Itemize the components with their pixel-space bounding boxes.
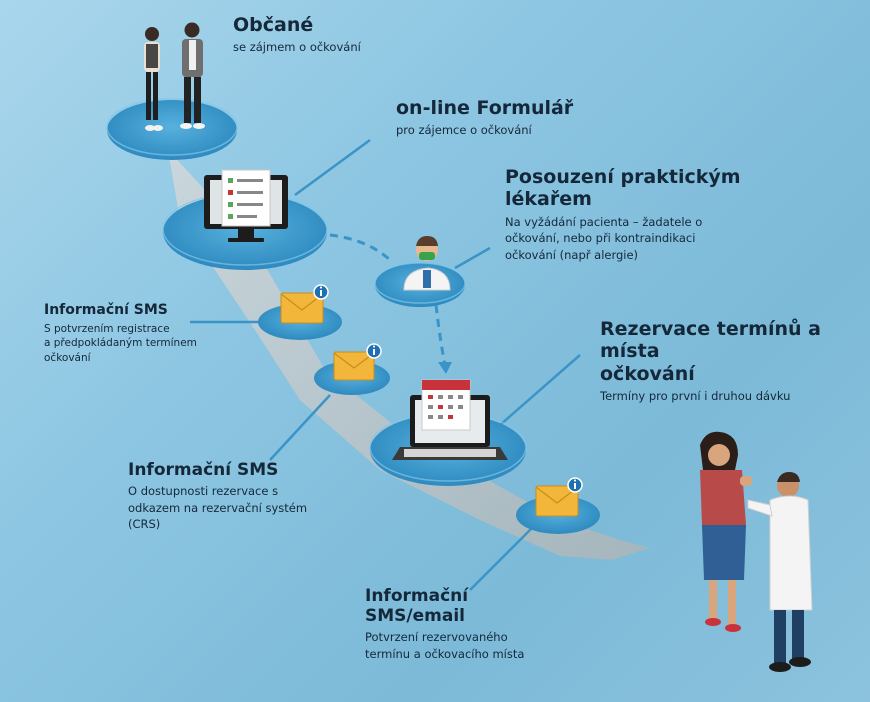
online-form-subtitle: pro zájemce o očkování [396,123,532,138]
step-citizens: Občané se zájmem o očkování [233,14,361,56]
citizens-title: Občané [233,14,314,36]
monitor-form-icon [204,169,288,242]
gp-desc-line3: očkování (např alergie) [505,248,639,263]
step-online-form: on-line Formulář pro zájemce o očkování [396,97,573,139]
sms-registration-desc-line3: očkování [44,351,91,364]
reservation-title-line2: očkování [600,362,695,385]
vaccination-scene-icon [700,431,813,672]
sms-reservation-desc-line3: (CRS) [128,517,161,532]
sms-email-title-line1: Informační [365,586,469,606]
gp-title-line2: lékařem [505,188,592,211]
dashed-arrow-doctor-reservation [434,304,447,366]
sms-email-desc-line2: termínu a očkovacího místa [365,646,525,661]
connector-sms-3 [469,524,536,591]
reservation-title-line1: Rezervace termínů a místa [600,318,821,363]
citizens-subtitle: se zájmem o očkování [233,40,361,55]
sms-registration-title: Informační SMS [44,302,168,318]
step-sms-email-confirmation: Informační SMS/email Potvrzení rezervova… [365,586,524,662]
platform-citizens [107,100,237,160]
sms-email-desc-line1: Potvrzení rezervovaného [365,630,508,645]
gp-title-line1: Posouzení praktickým [505,166,741,188]
sms-registration-desc-line1: S potvrzením registrace [44,322,170,335]
step-sms-registration: Informační SMS S potvrzením registrace a… [44,302,197,366]
sms-reservation-title: Informační SMS [128,460,279,480]
envelope-info-icon [333,343,382,381]
connector-form [294,138,371,197]
gp-desc-line2: očkování, nebo při kontraindikaci [505,231,696,246]
step-gp-assessment: Posouzení praktickým lékařem Na vyžádání… [505,166,741,264]
connector-sms-2 [269,394,331,461]
connector-doctor [454,246,491,270]
envelope-info-icon [280,284,329,324]
online-form-title: on-line Formulář [396,97,574,119]
reservation-subtitle: Termíny pro první i druhou dávku [600,389,791,404]
gp-desc-line1: Na vyžádání pacienta – žadatele o [505,214,703,229]
people-icon [144,22,205,131]
sms-reservation-desc-line1: O dostupnosti rezervace s [128,484,279,499]
sms-reservation-desc-line2: odkazem na rezervační systém [128,500,308,515]
dashed-arrow-form-doctor [329,233,394,264]
envelope-info-icon [535,477,583,517]
laptop-calendar-icon [392,379,508,460]
sms-email-title-line2: SMS/email [365,606,465,627]
arrow-head [438,362,452,374]
connector-reservation [499,354,581,426]
doctor-icon [403,236,451,291]
step-reservation: Rezervace termínů a místa očkování Termí… [600,318,870,405]
step-sms-reservation: Informační SMS O dostupnosti rezervace s… [128,460,307,533]
sms-registration-desc-line2: a předpokládaným termínem [44,337,197,350]
